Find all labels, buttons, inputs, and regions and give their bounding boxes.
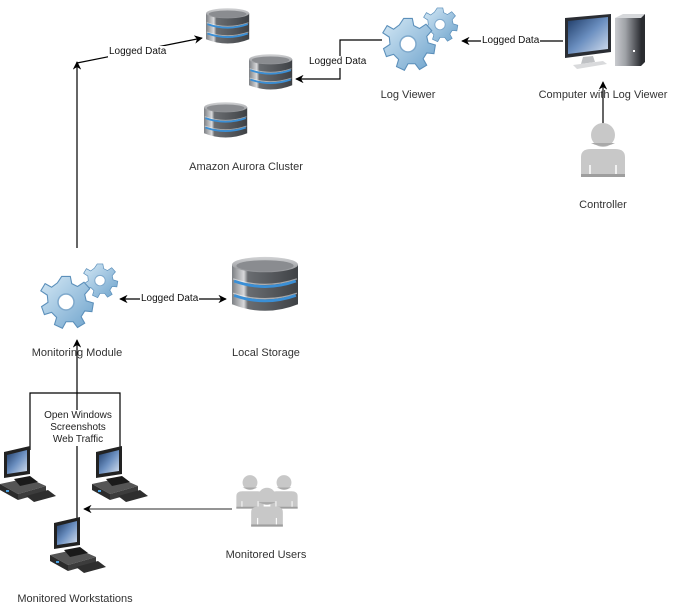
monitored-users-label: Monitored Users bbox=[225, 549, 307, 561]
edge-label-monitoring-aurora: Logged Data bbox=[108, 46, 168, 58]
aurora-db-1[interactable] bbox=[205, 7, 251, 45]
local-storage-label: Local Storage bbox=[232, 347, 300, 359]
aurora-db-3[interactable] bbox=[203, 101, 249, 139]
monitoring-module-gears-icon[interactable] bbox=[40, 263, 119, 329]
edge-label-monitoring-localstorage: Logged Data bbox=[140, 293, 200, 305]
computer-with-log-viewer-label: Computer with Log Viewer bbox=[538, 89, 668, 101]
log-viewer-gears-icon[interactable] bbox=[382, 7, 459, 71]
workstation-1[interactable] bbox=[0, 446, 56, 502]
desktop-computer-icon[interactable] bbox=[565, 14, 645, 69]
log-viewer-label: Log Viewer bbox=[380, 89, 436, 101]
controller-user-icon[interactable] bbox=[580, 122, 626, 178]
edge-label-workstation-data: Open Windows Screenshots Web Traffic bbox=[38, 410, 118, 446]
local-storage-db-icon[interactable] bbox=[230, 255, 300, 313]
controller-label: Controller bbox=[579, 199, 627, 211]
edge-label-computer-logviewer: Logged Data bbox=[481, 35, 541, 47]
aurora-cluster-label: Amazon Aurora Cluster bbox=[189, 161, 303, 173]
monitoring-module-label: Monitoring Module bbox=[31, 347, 123, 359]
workstation-3[interactable] bbox=[50, 517, 106, 573]
edge-monitoring-to-aurora bbox=[72, 35, 203, 248]
monitored-workstations-label: Monitored Workstations bbox=[17, 593, 133, 605]
monitored-users-group-icon[interactable] bbox=[235, 474, 299, 528]
aurora-db-2[interactable] bbox=[248, 53, 294, 91]
workstation-2[interactable] bbox=[92, 446, 148, 502]
edge-label-logviewer-aurora: Logged Data bbox=[308, 56, 368, 68]
